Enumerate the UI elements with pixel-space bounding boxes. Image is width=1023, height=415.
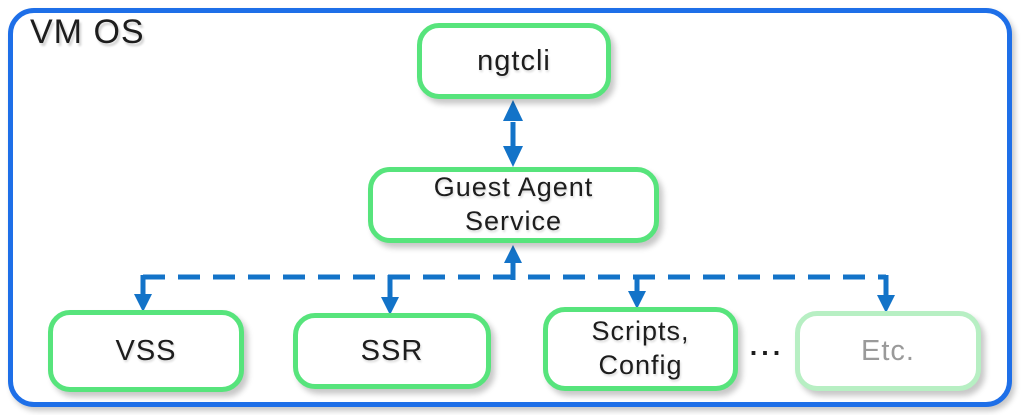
node-scripts-config: Scripts, Config <box>543 307 738 391</box>
node-ssr-label: SSR <box>360 334 424 367</box>
label-line-2: Service <box>464 206 562 236</box>
node-scripts-config-label: Scripts, Config <box>591 315 689 383</box>
node-guest-agent-service: Guest Agent Service <box>368 167 659 243</box>
vm-os-label: VM OS <box>30 13 145 51</box>
node-ngtcli: ngtcli <box>417 23 611 99</box>
label-line-1: Guest Agent <box>433 172 594 203</box>
node-etc: Etc. <box>795 311 981 391</box>
node-guest-agent-service-label: Guest Agent Service <box>434 171 594 239</box>
ellipsis-more-nodes: ... <box>749 331 785 361</box>
node-etc-label: Etc. <box>861 334 915 367</box>
node-vss-label: VSS <box>115 334 177 367</box>
label-line-2: Config <box>598 350 683 380</box>
node-vss: VSS <box>48 310 244 392</box>
node-ngtcli-label: ngtcli <box>477 44 551 77</box>
label-line-1: Scripts, <box>591 316 690 347</box>
node-ssr: SSR <box>293 313 491 389</box>
